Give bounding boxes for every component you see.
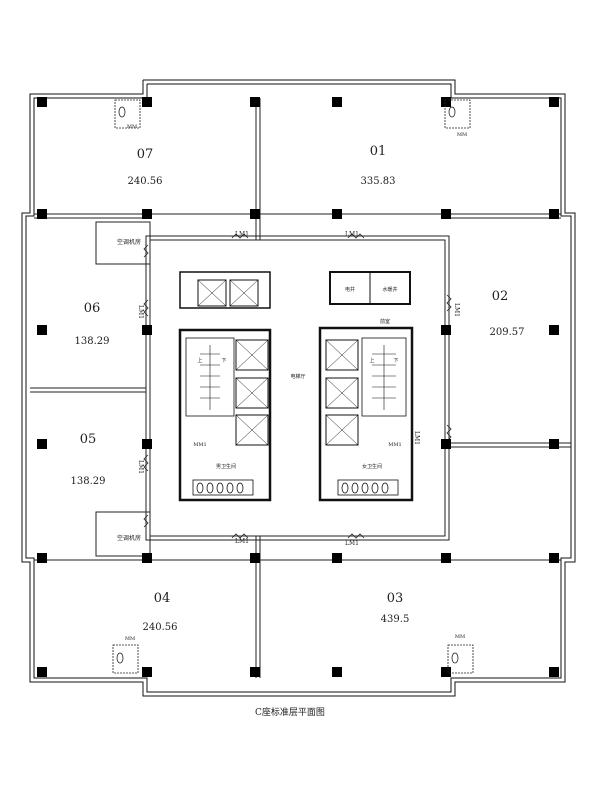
mens-wc-label: 男卫生间 bbox=[216, 463, 236, 470]
column bbox=[37, 553, 47, 563]
column bbox=[37, 209, 47, 219]
column bbox=[142, 325, 152, 335]
mm-top-right: MM bbox=[457, 132, 467, 138]
column bbox=[37, 667, 47, 677]
column bbox=[332, 553, 342, 563]
column bbox=[37, 439, 47, 449]
ac-room-bottom-label: 空调机房 bbox=[117, 534, 141, 542]
column bbox=[441, 553, 451, 563]
column bbox=[441, 667, 451, 677]
door-swings bbox=[143, 233, 452, 539]
column bbox=[250, 97, 260, 107]
column bbox=[332, 667, 342, 677]
column bbox=[441, 209, 451, 219]
elevator-lobby-label: 电梯厅 bbox=[290, 373, 305, 380]
column bbox=[332, 209, 342, 219]
column bbox=[142, 439, 152, 449]
unit-04-number: 04 bbox=[154, 591, 171, 606]
column bbox=[142, 97, 152, 107]
drawing-caption: C座标准层平面图 bbox=[255, 706, 325, 718]
door-lm1-left-upper: LM1 bbox=[137, 305, 144, 319]
ac-room-top-label: 空调机房 bbox=[117, 238, 141, 246]
column bbox=[37, 97, 47, 107]
corner-fixtures bbox=[112, 99, 474, 674]
unit-05-number: 05 bbox=[80, 432, 97, 447]
door-lm1-left-lower: LM1 bbox=[137, 460, 144, 474]
column bbox=[142, 667, 152, 677]
mm1-right: MM1 bbox=[388, 442, 401, 448]
door-lm1-top-left: LM1 bbox=[235, 231, 249, 238]
unit-05-area: 138.29 bbox=[71, 476, 106, 487]
unit-01-number: 01 bbox=[370, 144, 387, 159]
door-lm1-top-right: LM1 bbox=[345, 231, 359, 238]
unit-07-area: 240.56 bbox=[128, 176, 163, 187]
stair-up-left: 上 bbox=[197, 357, 202, 364]
column bbox=[332, 97, 342, 107]
column bbox=[441, 97, 451, 107]
column bbox=[549, 553, 559, 563]
mm-bottom-left: MM bbox=[125, 636, 135, 642]
unit-02-number: 02 bbox=[492, 289, 509, 304]
column bbox=[549, 325, 559, 335]
column bbox=[250, 553, 260, 563]
unit-03-area: 439.5 bbox=[381, 614, 410, 625]
column bbox=[549, 209, 559, 219]
womens-wc-label: 女卫生间 bbox=[362, 463, 382, 470]
left-core bbox=[178, 271, 272, 502]
column bbox=[37, 325, 47, 335]
column bbox=[142, 209, 152, 219]
unit-01-area: 335.83 bbox=[361, 176, 396, 187]
column bbox=[549, 439, 559, 449]
unit-03-number: 03 bbox=[387, 591, 404, 606]
front-room-label: 前室 bbox=[380, 318, 390, 325]
column bbox=[441, 325, 451, 335]
unit-04-area: 240.56 bbox=[143, 622, 178, 633]
column bbox=[250, 209, 260, 219]
unit-06-area: 138.29 bbox=[75, 336, 110, 347]
right-core bbox=[318, 271, 414, 502]
stair-up-right: 上 bbox=[369, 357, 374, 364]
unit-07-number: 07 bbox=[137, 147, 154, 162]
door-lm1-bottom-left: LM1 bbox=[235, 538, 249, 545]
stair-down-left: 下 bbox=[221, 358, 226, 364]
door-lm1-right-lower: LM1 bbox=[413, 431, 420, 445]
water-room-label: 水暖井 bbox=[382, 286, 397, 293]
column bbox=[441, 439, 451, 449]
column bbox=[549, 667, 559, 677]
partitions bbox=[30, 98, 571, 678]
door-lm1-bottom-right: LM1 bbox=[345, 540, 359, 547]
mm1-left: MM1 bbox=[193, 442, 206, 448]
outer-wall bbox=[21, 79, 576, 697]
stair-down-right: 下 bbox=[393, 358, 398, 364]
door-lm1-right-upper: LM1 bbox=[453, 303, 460, 317]
mm-bottom-right: MM bbox=[455, 634, 465, 640]
column bbox=[250, 667, 260, 677]
column bbox=[549, 97, 559, 107]
mm-top-left: MM bbox=[127, 124, 137, 130]
unit-06-number: 06 bbox=[84, 301, 101, 316]
unit-02-area: 209.57 bbox=[490, 327, 525, 338]
column bbox=[142, 553, 152, 563]
electrical-shaft-label: 电井 bbox=[345, 286, 355, 293]
columns bbox=[37, 97, 559, 677]
